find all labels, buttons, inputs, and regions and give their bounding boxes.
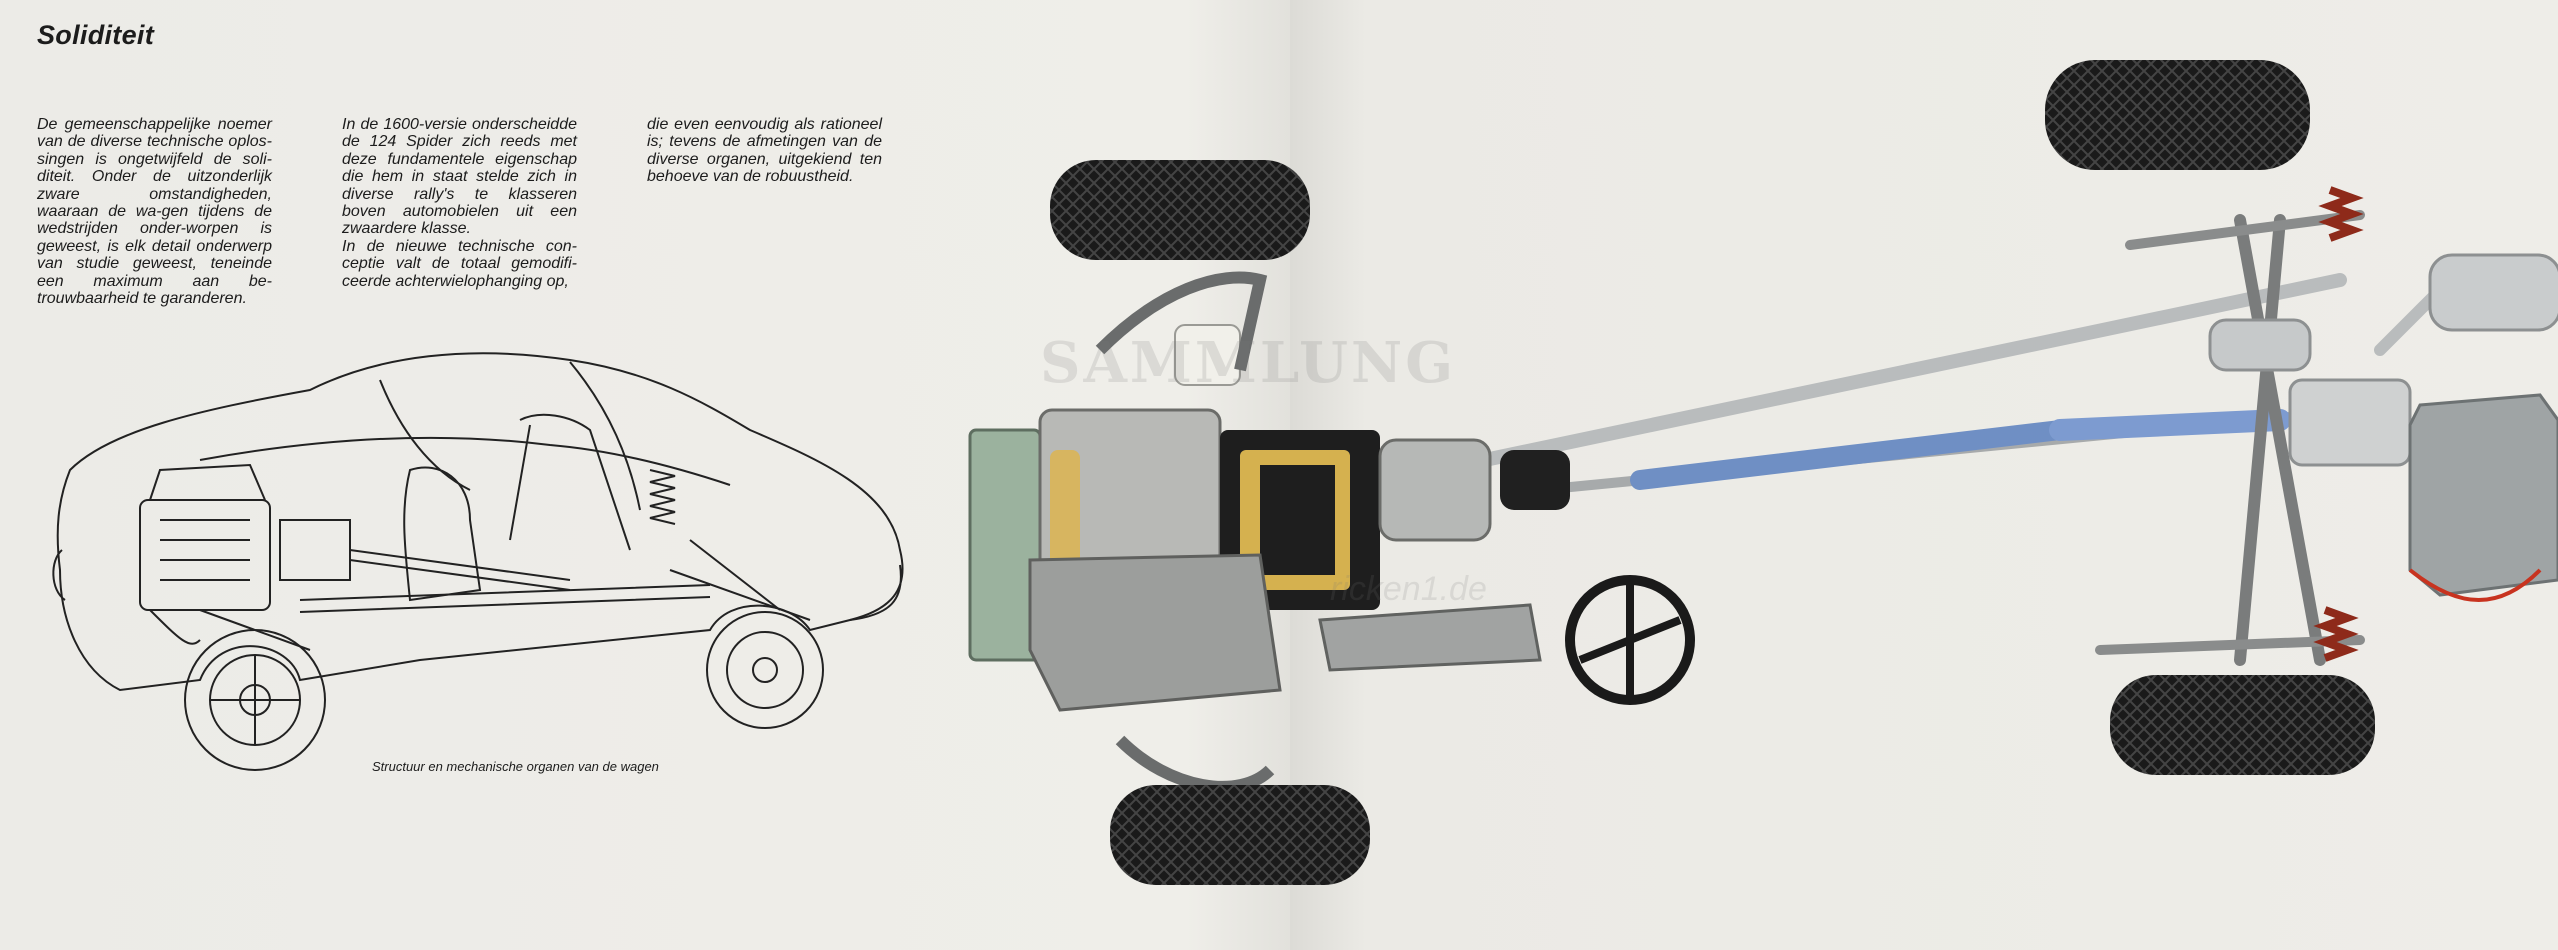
- chassis-photo: [968, 60, 2558, 885]
- car-cutaway-drawing: [52, 352, 904, 771]
- text-column-2: In de 1600-versie onderscheidde de 124 S…: [342, 116, 577, 290]
- watermark-url: ricken1.de: [1330, 570, 1487, 608]
- driveshaft: [1630, 420, 2070, 490]
- watermark: SAMMLUNG: [1040, 330, 1457, 396]
- text-column-1: De gemeenschappelijke noemer van de dive…: [37, 116, 272, 308]
- figure-caption: Structuur en mechanische organen van de …: [372, 759, 659, 774]
- text-column-3: die even eenvoudig als rationeel is; tev…: [647, 116, 882, 186]
- page-heading: Soliditeit: [37, 20, 154, 50]
